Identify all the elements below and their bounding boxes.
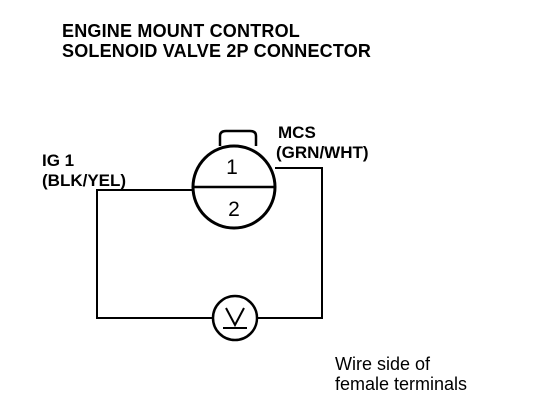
mcs-wire <box>257 167 323 319</box>
mcs-color-label: (GRN/WHT) <box>276 143 369 162</box>
voltmeter-icon <box>211 294 259 342</box>
title-line-2: SOLENOID VALVE 2P CONNECTOR <box>62 41 372 61</box>
ig1-color-label: (BLK/YEL) <box>42 171 127 190</box>
voltmeter-circle <box>211 294 259 342</box>
ig1-label: IG 1 <box>42 151 75 170</box>
ig1-wire <box>96 189 213 319</box>
voltmeter-v-symbol <box>225 307 245 328</box>
pin-2-label: 2 <box>228 198 240 221</box>
pin-1-label: 1 <box>226 156 238 179</box>
mcs-label: MCS <box>278 123 316 142</box>
connector-lock-tab <box>218 129 258 146</box>
connector: 1 2 <box>191 129 277 230</box>
note-line-2: female terminals <box>335 374 468 394</box>
note-line-1: Wire side of <box>335 354 431 374</box>
title-line-1: ENGINE MOUNT CONTROL <box>62 21 300 41</box>
